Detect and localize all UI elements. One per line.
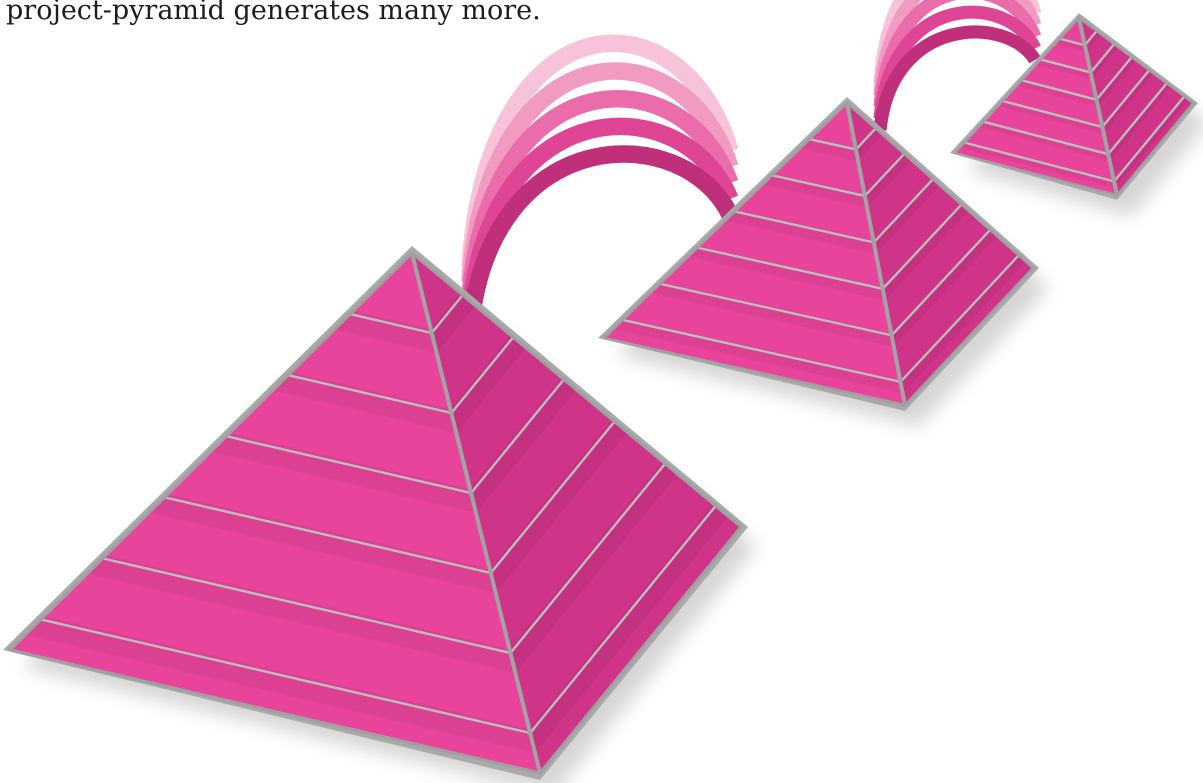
pyramid-small bbox=[950, 13, 1203, 217]
